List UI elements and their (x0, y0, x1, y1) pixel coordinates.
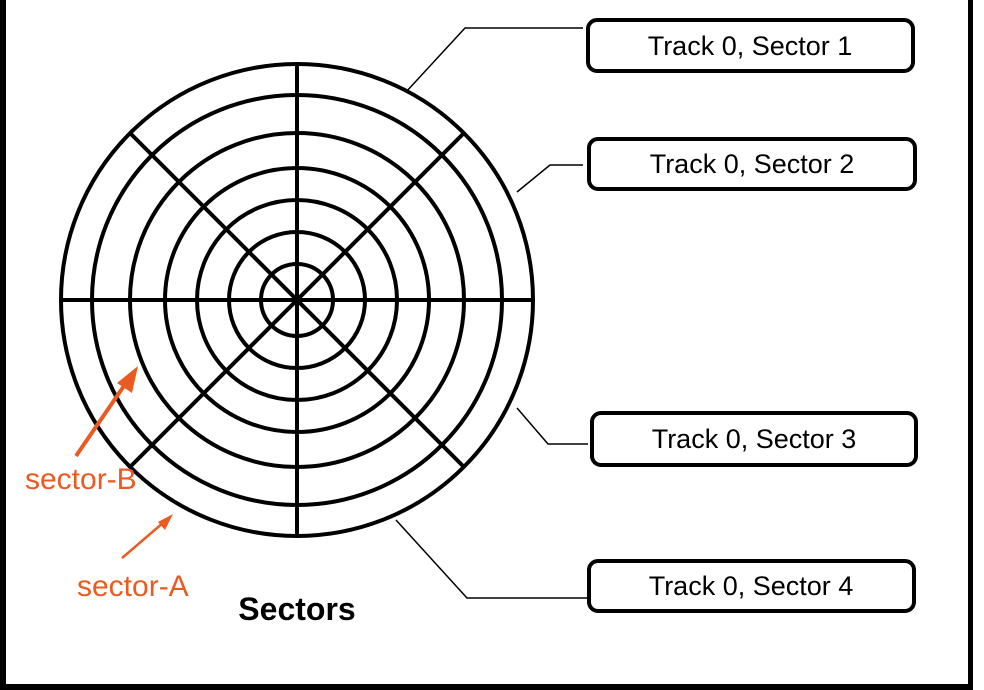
annotation-arrow-a (121, 514, 173, 559)
annotation-sector-a: sector-A (77, 570, 189, 603)
sector-boundary (128, 131, 466, 469)
label-box-3: Track 0, Sector 3 (590, 411, 918, 467)
leader-lines (395, 27, 588, 599)
frame-bottom-edge (0, 684, 973, 690)
label-box-2: Track 0, Sector 2 (587, 137, 917, 191)
label-text-3: Track 0, Sector 3 (652, 424, 857, 454)
annotation-sector-b: sector-B (25, 463, 137, 496)
label-text-1: Track 0, Sector 1 (648, 31, 853, 61)
label-text-4: Track 0, Sector 4 (649, 571, 854, 601)
leader-line-2 (516, 164, 583, 193)
label-box-4: Track 0, Sector 4 (587, 559, 916, 613)
label-text-2: Track 0, Sector 2 (650, 149, 855, 179)
label-box-1: Track 0, Sector 1 (586, 18, 915, 73)
diagram-title: Sectors (238, 591, 355, 627)
disk (59, 62, 535, 538)
leader-line-1 (405, 27, 583, 93)
leader-line-4 (395, 519, 588, 599)
annotation-arrow-b (74, 366, 138, 458)
frame-left-edge (0, 0, 6, 690)
leader-line-3 (516, 407, 588, 445)
frame-right-edge (968, 0, 973, 690)
